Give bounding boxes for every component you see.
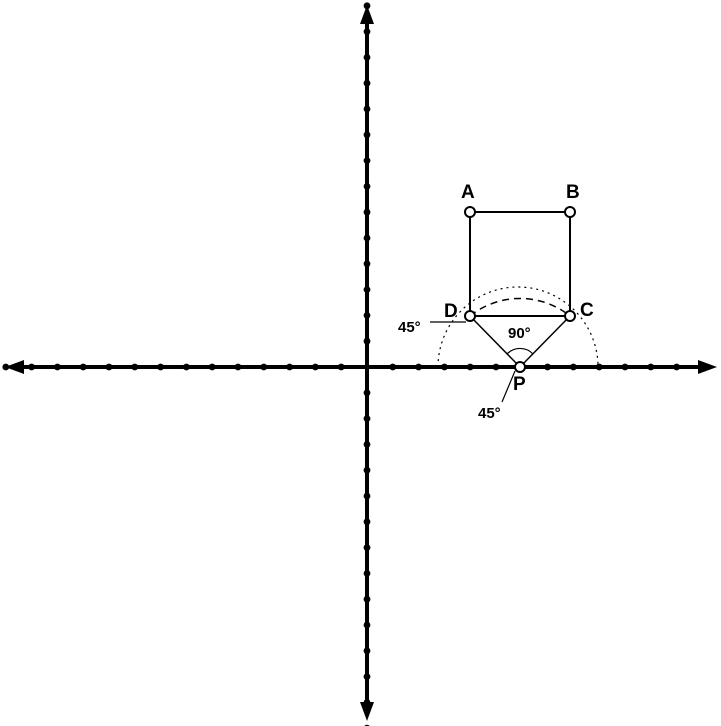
angle-45-leader-at-p <box>501 370 516 403</box>
point-c-marker <box>564 310 576 322</box>
x-axis-tick-dot <box>415 363 422 371</box>
x-axis-tick-dot <box>466 363 474 371</box>
y-axis-tick-dot <box>363 699 371 706</box>
y-axis-tick-dot <box>363 441 371 448</box>
y-axis-tick-dot <box>363 544 371 551</box>
y-axis-tick-dot <box>363 389 371 397</box>
x-axis-tick-dot <box>2 363 10 371</box>
point-d-label: D <box>444 301 458 322</box>
y-axis-tick-dot <box>363 54 371 61</box>
angle-label-45-at-d: 45° <box>398 319 421 336</box>
right-angle-arc-at-p <box>506 347 534 355</box>
y-axis-tick-dot <box>363 157 371 165</box>
y-axis-top-arrowhead <box>360 5 374 24</box>
y-axis-tick-dot <box>363 234 371 242</box>
y-axis-tick-dot <box>363 260 371 268</box>
y-axis-tick-dot <box>363 337 371 345</box>
segment-dp <box>469 315 521 368</box>
x-axis-tick-dot <box>544 363 551 371</box>
point-b-label: B <box>566 182 580 203</box>
point-d-marker <box>464 310 476 322</box>
y-axis-tick-dot <box>363 647 371 655</box>
x-axis-left-arrowhead <box>5 360 24 374</box>
angle-label-90: 90° <box>508 325 531 342</box>
y-axis-tick-dot <box>363 208 371 216</box>
y-axis-tick-dot <box>363 183 371 190</box>
y-axis-tick-dot <box>363 466 371 474</box>
y-axis-tick-dot <box>363 492 371 500</box>
y-axis-tick-dots <box>363 2 371 726</box>
angle-label-45-at-p: 45° <box>478 405 501 422</box>
y-axis-tick-dot <box>363 131 371 139</box>
point-c-label: C <box>580 300 594 321</box>
dotted-semicircle-centered-at-p <box>437 286 599 368</box>
x-axis-tick-dot <box>260 363 268 371</box>
point-markers <box>464 206 576 373</box>
point-b-marker <box>564 206 576 218</box>
y-axis-tick-dot <box>363 286 371 293</box>
y-axis-tick-dot <box>363 518 371 526</box>
point-a-marker <box>464 206 476 218</box>
y-axis-tick-dot <box>363 28 371 35</box>
y-axis-tick-dot <box>363 595 371 603</box>
y-axis-bottom-arrowhead <box>360 702 374 721</box>
dashed-arc-through-d-and-c <box>469 297 571 317</box>
x-axis-tick-dot <box>79 363 87 371</box>
x-axis-tick-dot <box>492 363 500 371</box>
x-axis-tick-dot <box>337 363 345 371</box>
y-axis-tick-dot <box>363 415 371 422</box>
point-a-label: A <box>461 182 475 203</box>
x-axis-tick-dot <box>286 363 293 371</box>
x-axis-tick-dot <box>28 363 35 371</box>
y-axis-tick-dot <box>363 621 371 629</box>
x-axis-tick-dot <box>595 363 603 371</box>
y-axis-tick-dot <box>363 312 371 319</box>
segment-cp <box>519 315 571 368</box>
x-axis-tick-dot <box>105 363 113 371</box>
x-axis-tick-dot <box>673 363 680 371</box>
triangle-dpc <box>469 315 571 368</box>
y-axis-tick-dot <box>363 2 371 10</box>
x-axis-tick-dot <box>157 363 165 371</box>
point-p-marker <box>514 361 526 373</box>
x-axis-tick-dot <box>647 363 655 371</box>
y-axis-tick-dot <box>363 673 371 680</box>
x-axis-tick-dot <box>621 363 629 371</box>
x-axis-right-arrowhead <box>698 360 717 374</box>
x-axis-tick-dot <box>131 363 139 371</box>
x-axis-tick-dot <box>208 363 216 371</box>
x-axis-tick-dot <box>234 363 242 371</box>
x-axis-tick-dot <box>54 363 61 371</box>
x-axis-tick-dot <box>699 363 706 371</box>
x-axis-tick-dot <box>389 363 397 371</box>
y-axis-tick-dot <box>363 570 371 577</box>
x-axis-tick-dot <box>570 363 577 371</box>
axis-arrowheads <box>5 5 717 721</box>
square-abcd <box>469 211 571 317</box>
point-p-label: P <box>513 374 526 395</box>
x-axis-tick-dot <box>312 363 319 371</box>
x-axis-tick-dot <box>441 363 448 371</box>
axes <box>14 14 708 714</box>
angle-markers <box>430 321 534 403</box>
x-axis-tick-dot <box>183 363 190 371</box>
y-axis-tick-dot <box>363 105 371 113</box>
y-axis-tick-dot <box>363 79 371 87</box>
